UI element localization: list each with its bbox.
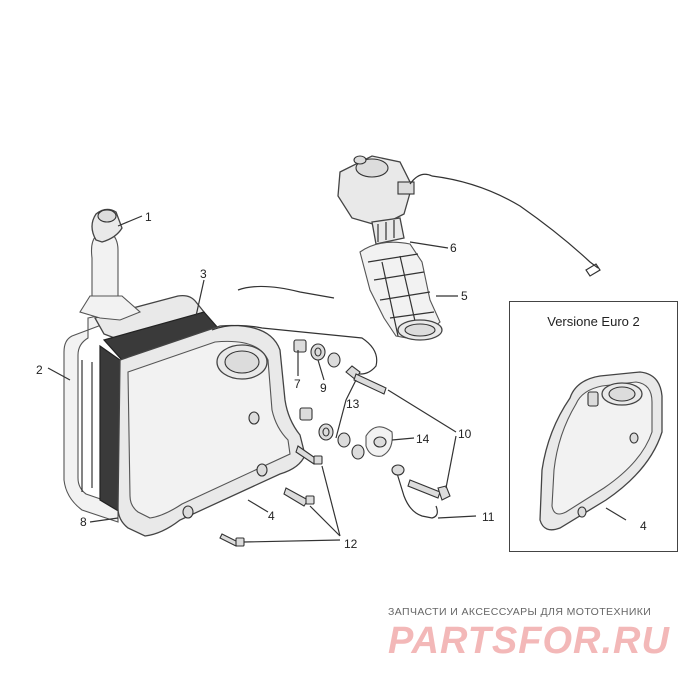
washer-9b	[318, 423, 365, 460]
bracket-11	[391, 464, 438, 519]
callout-10: 10	[458, 427, 472, 441]
callout-8: 8	[80, 515, 87, 529]
breather-tube	[79, 208, 142, 321]
callout-12: 12	[344, 537, 358, 551]
hardware-group	[219, 339, 451, 547]
callout-1: 1	[145, 210, 152, 224]
bolt-10	[407, 479, 451, 501]
inset-euro2-cover: 4	[539, 371, 663, 533]
callout-11: 11	[482, 510, 495, 524]
air-filter-housing	[63, 294, 306, 537]
inset-title: Versione Euro 2	[547, 314, 640, 329]
screw-12a	[295, 445, 323, 465]
callout-2: 2	[36, 363, 43, 377]
washer-9a	[310, 343, 341, 368]
callout-3: 3	[200, 267, 207, 281]
callout-7: 7	[294, 377, 301, 391]
watermark-tagline: ЗАПЧАСТИ И АКСЕССУАРЫ ДЛЯ МОТОТЕХНИКИ	[388, 606, 652, 618]
callout-5: 5	[461, 289, 468, 303]
intake-manifold	[359, 241, 443, 341]
screw-12b	[283, 487, 315, 507]
screw-7a	[293, 339, 307, 353]
leader-lines	[47, 215, 477, 543]
screw-12c	[219, 533, 245, 547]
callout-4: 4	[268, 509, 275, 523]
callout-14: 14	[416, 432, 430, 446]
bolt-13	[345, 365, 387, 395]
screw-7b	[299, 407, 313, 421]
callout-13: 13	[346, 397, 360, 411]
callout-6: 6	[450, 241, 457, 255]
callout-numbers: 1 2 3 4 5 6 7 8 9 10 11 12 13 14	[36, 210, 495, 551]
carburetor	[337, 155, 415, 245]
clamp-14	[365, 426, 393, 457]
vent-hose	[211, 324, 378, 375]
throttle-cable	[409, 173, 599, 269]
watermark-logo: PARTSFOR.RU	[388, 620, 670, 662]
callout-9: 9	[320, 381, 327, 395]
callout-4-inset: 4	[640, 519, 647, 533]
inset-panel: Versione Euro 2	[509, 301, 678, 552]
